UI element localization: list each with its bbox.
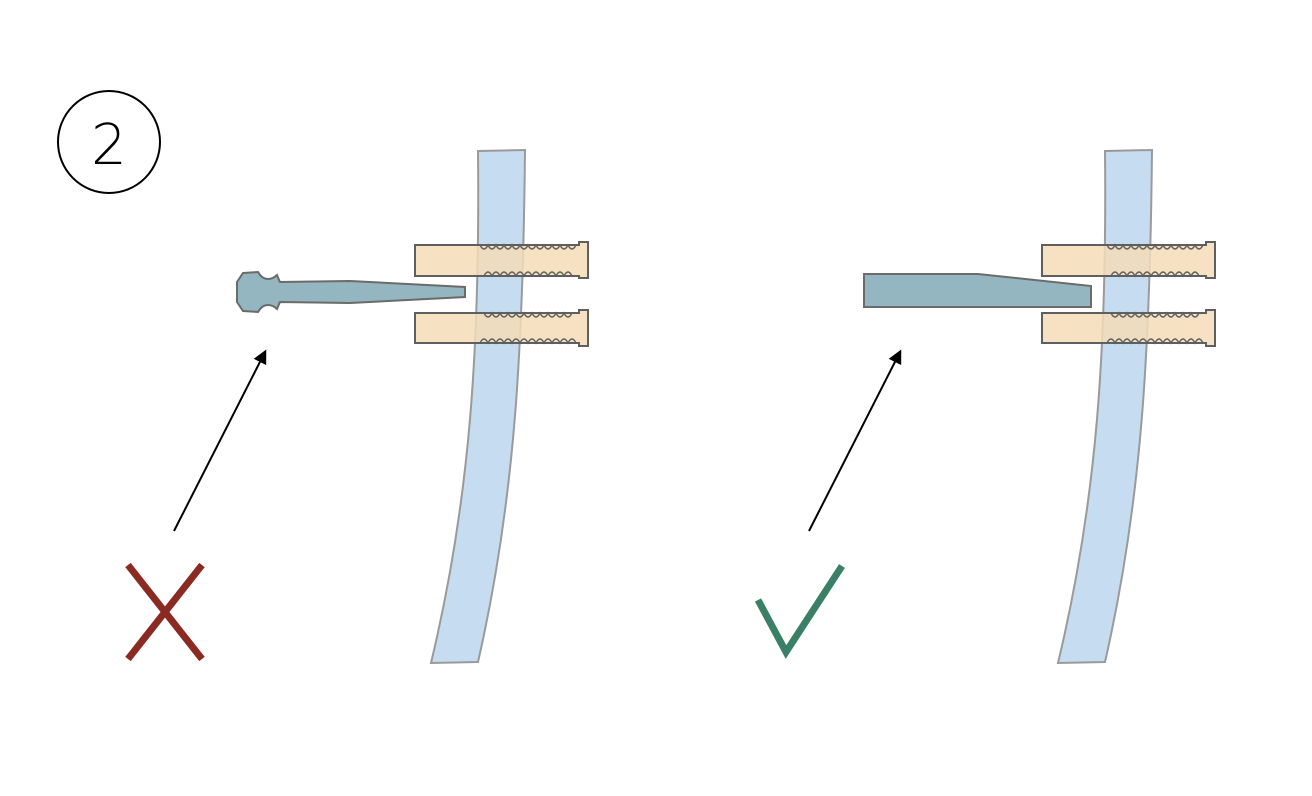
wall-anchor-bottom: [414, 309, 589, 347]
checkmark-icon: [754, 564, 845, 659]
notched-tapered-pin: [236, 270, 466, 314]
wall-anchor-bottom: [1041, 309, 1216, 347]
panel-correct: [754, 148, 1216, 665]
cross-icon: [125, 562, 205, 662]
panel-incorrect: [125, 148, 589, 665]
step-badge: 2: [57, 90, 161, 194]
flat-wedge-tool: [863, 273, 1092, 308]
wall-anchor-top: [414, 241, 589, 279]
pointer-arrow: [808, 349, 902, 532]
pointer-arrow: [173, 349, 267, 532]
step-circle: [57, 90, 161, 194]
wall-anchor-top: [1041, 241, 1216, 279]
step-number: 2: [91, 113, 127, 178]
glass-panel: [1056, 148, 1154, 665]
glass-panel: [429, 148, 527, 665]
